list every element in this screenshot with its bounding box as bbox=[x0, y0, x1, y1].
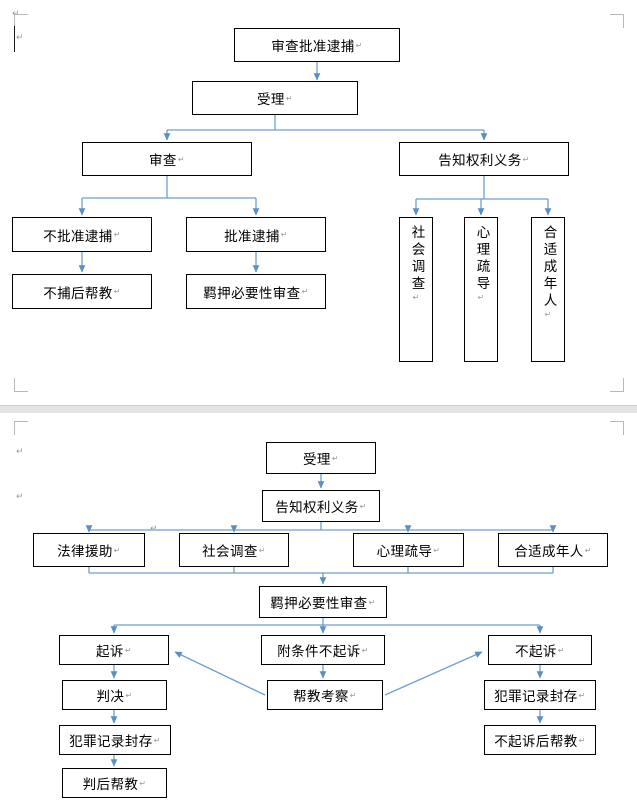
flow-node-detention-necessity-review[interactable]: 羁押必要性审查↵ bbox=[259, 586, 387, 618]
flow-node-criminal-record-sealing-right[interactable]: 犯罪记录封存↵ bbox=[484, 680, 596, 710]
flow-node-notify-rights-obligations[interactable]: 告知权利义务↵ bbox=[399, 142, 569, 176]
flow-node-approve-arrest[interactable]: 批准逮捕↵ bbox=[186, 217, 326, 252]
margin-corner-top-right bbox=[610, 421, 624, 435]
flow-node-social-investigation-vertical[interactable]: 社会调查↵ bbox=[399, 217, 433, 362]
flow-node-acceptance[interactable]: 受理↵ bbox=[266, 442, 376, 474]
margin-corner-top-right bbox=[610, 14, 624, 28]
flow-node-post-nonarrest-assistance[interactable]: 不捕后帮教↵ bbox=[12, 274, 152, 309]
flow-node-acceptance[interactable]: 受理↵ bbox=[192, 81, 358, 115]
flow-node-legal-aid[interactable]: 法律援助↵ bbox=[33, 533, 145, 567]
flow-node-psychological-counseling[interactable]: 心理疏导↵ bbox=[353, 533, 464, 567]
flow-node-appropriate-adult[interactable]: 合适成年人↵ bbox=[498, 533, 608, 567]
flow-node-judgment[interactable]: 判决↵ bbox=[62, 680, 167, 710]
paragraph-mark: ↵ bbox=[16, 447, 24, 457]
text-cursor bbox=[14, 26, 15, 52]
flow-node-examination[interactable]: 审查↵ bbox=[82, 142, 252, 176]
margin-corner-bottom-right bbox=[610, 378, 624, 392]
paragraph-mark: ↵ bbox=[150, 524, 158, 534]
flow-node-detention-necessity-review[interactable]: 羁押必要性审查↵ bbox=[186, 274, 326, 309]
flow-node-prosecution[interactable]: 起诉↵ bbox=[59, 635, 169, 665]
document-page-1: ↵ ↵ bbox=[12, 9, 624, 392]
paragraph-mark: ↵ bbox=[16, 33, 24, 43]
paragraph-mark: ↵ bbox=[12, 9, 20, 19]
flow-node-appropriate-adult-vertical[interactable]: 合适成年人↵ bbox=[531, 217, 565, 362]
flow-node-social-investigation[interactable]: 社会调查↵ bbox=[179, 533, 289, 567]
flow-node-notify-rights-obligations[interactable]: 告知权利义务↵ bbox=[262, 490, 380, 522]
document-page-2: ↵ ↵ ↵ bbox=[0, 413, 637, 805]
flow-node-post-judgment-assistance[interactable]: 判后帮教↵ bbox=[62, 768, 167, 798]
flow-node-disapprove-arrest[interactable]: 不批准逮捕↵ bbox=[12, 217, 152, 252]
paragraph-mark: ↵ bbox=[16, 492, 24, 502]
flow-node-conditional-non-prosecution[interactable]: 附条件不起诉↵ bbox=[261, 635, 385, 665]
flow-node-assistance-inspection[interactable]: 帮教考察↵ bbox=[267, 680, 383, 710]
flow-node-post-non-prosecution-assistance[interactable]: 不起诉后帮教↵ bbox=[484, 725, 596, 755]
flow-node-criminal-record-sealing-left[interactable]: 犯罪记录封存↵ bbox=[59, 725, 171, 755]
flow-node-review-approve-arrest[interactable]: 审查批准逮捕↵ bbox=[234, 28, 400, 62]
flow-node-psychological-counseling-vertical[interactable]: 心理疏导↵ bbox=[464, 217, 498, 362]
margin-corner-bottom-left bbox=[14, 378, 28, 392]
margin-corner-top-left bbox=[14, 421, 28, 435]
flow-node-non-prosecution[interactable]: 不起诉↵ bbox=[488, 635, 592, 665]
